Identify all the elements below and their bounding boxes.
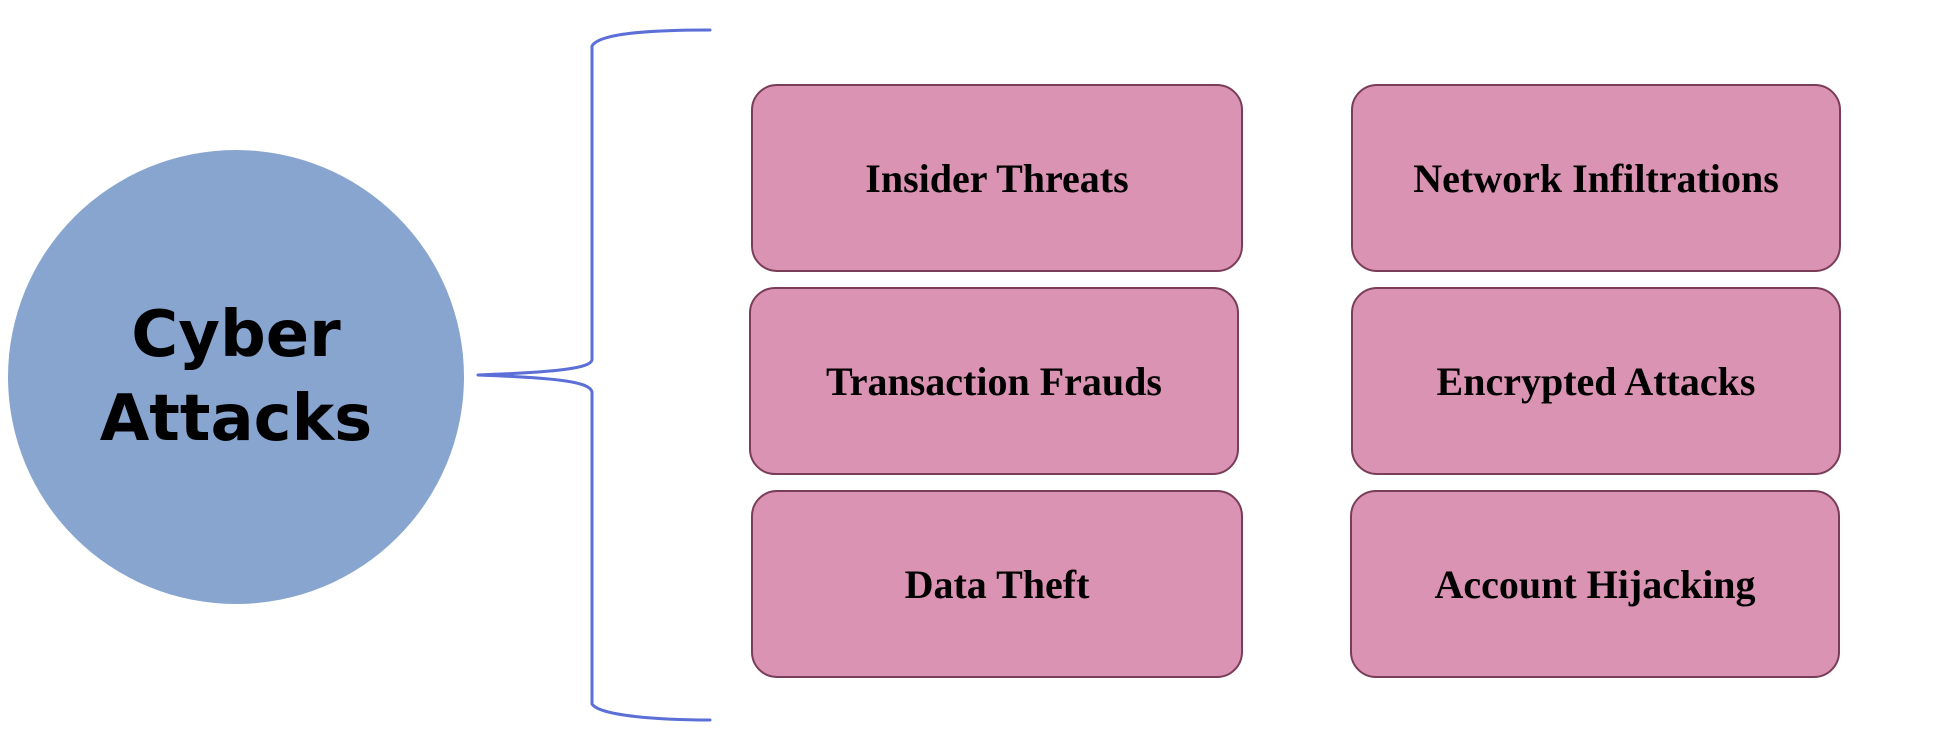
category-box-data-theft: Data Theft: [751, 490, 1243, 678]
center-circle: Cyber Attacks: [8, 150, 464, 604]
brace-path: [476, 28, 712, 722]
category-box-insider-threats: Insider Threats: [751, 84, 1243, 272]
category-label: Account Hijacking: [1434, 561, 1756, 607]
category-label: Network Infiltrations: [1413, 155, 1779, 201]
category-label: Insider Threats: [865, 155, 1129, 201]
center-title-line-1: Cyber: [131, 298, 341, 372]
category-label: Encrypted Attacks: [1436, 358, 1756, 404]
category-box-encrypted-attacks: Encrypted Attacks: [1351, 287, 1841, 475]
center-title: Cyber Attacks: [100, 293, 373, 461]
center-title-line-2: Attacks: [99, 382, 373, 456]
category-box-network-infiltrations: Network Infiltrations: [1351, 84, 1841, 272]
category-label: Transaction Frauds: [826, 358, 1162, 404]
category-box-account-hijacking: Account Hijacking: [1350, 490, 1840, 678]
category-box-transaction-frauds: Transaction Frauds: [749, 287, 1239, 475]
category-label: Data Theft: [904, 561, 1090, 607]
